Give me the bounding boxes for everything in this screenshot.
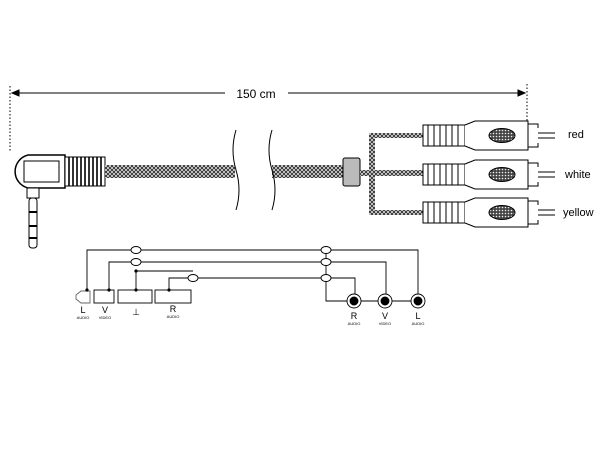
rca-socket-r — [346, 293, 362, 309]
cable-ferrule — [342, 157, 361, 187]
plug-label-red: red — [568, 129, 584, 141]
plug-label-yellow: yellow — [563, 207, 594, 219]
jack-l-letter: L — [80, 305, 85, 315]
main-cable — [105, 129, 344, 211]
jack-r-sub: AUDIO — [167, 314, 180, 319]
rca-socket-v — [377, 293, 393, 309]
jack-v-letter: V — [102, 305, 108, 315]
rca-r-sub: AUDIO — [348, 321, 361, 326]
rca-l-sub: AUDIO — [412, 321, 425, 326]
rca-plug-white — [422, 159, 555, 190]
jack-contact-ground — [117, 289, 153, 304]
jack-contact-v — [93, 289, 115, 304]
length-label: 150 cm — [236, 87, 275, 101]
wiring-schematic — [75, 246, 426, 309]
jack-l-sub: AUDIO — [77, 315, 90, 320]
rca-plug-yellow — [422, 197, 555, 228]
jack-ground-symbol: ⊥ — [132, 307, 140, 317]
rca-r-letter: R — [351, 311, 358, 321]
jack-tip-l-shape — [75, 290, 91, 304]
length-dimension — [9, 84, 528, 152]
rca-plug-red — [422, 120, 555, 151]
jack-contact-r — [154, 289, 192, 304]
rca-v-letter: V — [382, 311, 388, 321]
jack-v-sub: VIDEO — [99, 315, 111, 320]
plug-label-white: white — [564, 169, 591, 181]
rca-socket-l — [410, 293, 426, 309]
rca-l-letter: L — [415, 311, 420, 321]
jack-r-letter: R — [170, 304, 177, 314]
angled-jack-plug — [14, 154, 106, 249]
cable-branches — [360, 133, 423, 215]
rca-v-sub: VIDEO — [379, 321, 391, 326]
